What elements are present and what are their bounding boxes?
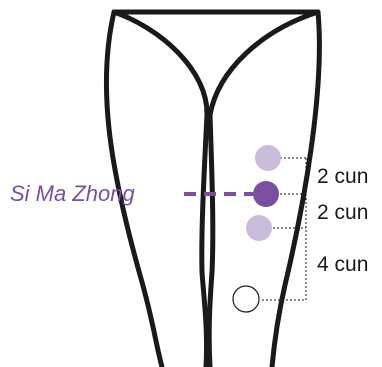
lower-point-marker xyxy=(246,215,272,241)
distance-label-3: 4 cun xyxy=(317,253,368,276)
point-name-label: Si Ma Zhong xyxy=(10,181,135,206)
distance-label-2: 2 cun xyxy=(317,201,368,224)
left-crotch-line xyxy=(114,12,207,115)
distance-label-1: 2 cun xyxy=(317,165,368,188)
upper-point-marker xyxy=(255,145,281,171)
reference-point-marker xyxy=(233,286,259,312)
right-inner-leg xyxy=(209,115,213,367)
right-outer-leg xyxy=(272,12,319,367)
si-ma-zhong-point-marker xyxy=(253,181,279,207)
legs-outline xyxy=(106,12,319,367)
left-inner-leg xyxy=(202,115,207,367)
right-crotch-line xyxy=(210,12,318,115)
